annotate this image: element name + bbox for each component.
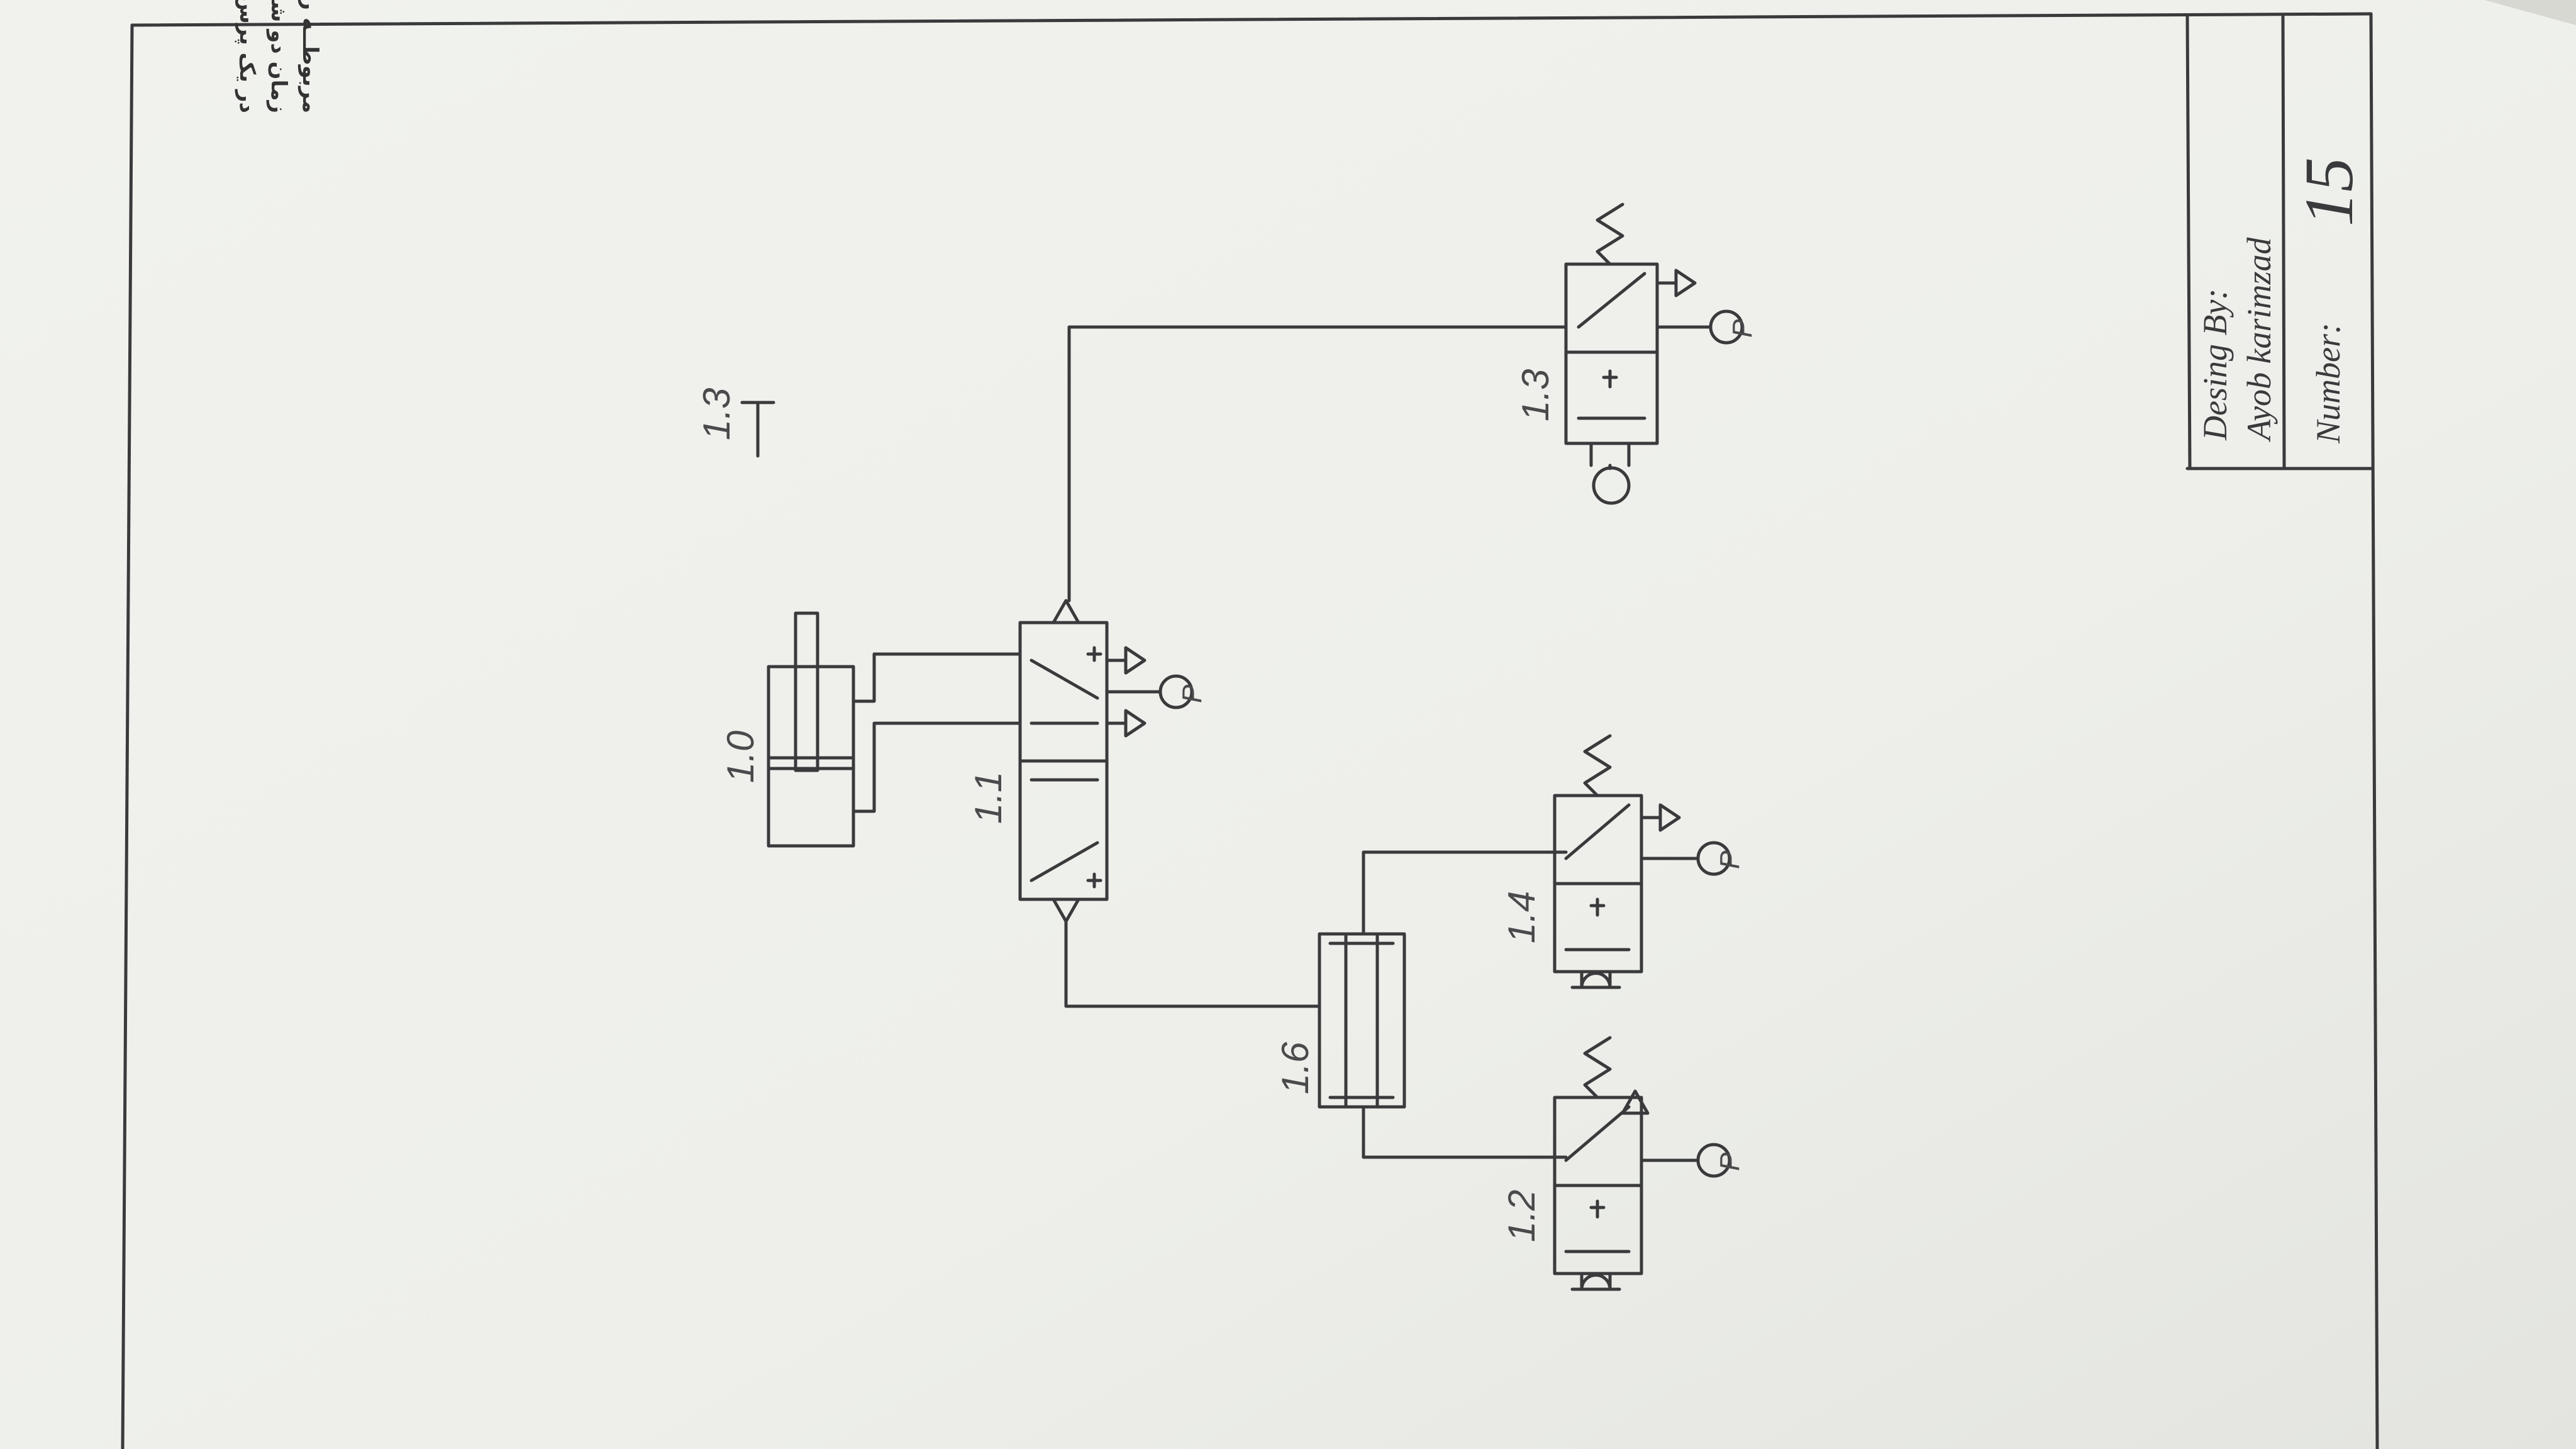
line-and-to-1-2: [1362, 1105, 1568, 1159]
line-cylinder-a: [852, 721, 1022, 813]
limit-marker-1-3: 1.3: [696, 388, 775, 458]
push-valve-1-4: P 1.4: [1501, 734, 1745, 989]
statement-line-1: در یک پرس خم کاری نیومـــاتیکی جهت رعایت…: [235, 0, 260, 113]
supply-label-1-3: P: [1727, 319, 1758, 338]
title-block: Desing By: Ayob karimzad Number: 15: [2185, 14, 2374, 470]
cylinder-1-0: 1.0: [719, 611, 855, 848]
push-valve-1-2: P 1.2: [1501, 1036, 1745, 1291]
line-cylinder-b: [852, 652, 1022, 703]
and-valve-label: 1.6: [1274, 1041, 1316, 1094]
designer-label: Desing By:: [2196, 289, 2234, 441]
line-and-to-1-4: [1362, 850, 1568, 936]
main-valve-label: 1.1: [967, 772, 1009, 824]
main-valve-1-1: P 1.1: [967, 599, 1208, 923]
statement-line-2: زمان دو شـــستی پرس عمل کرده و بطور اتوم…: [266, 0, 291, 113]
line-1-3-to-main: [1067, 325, 1568, 602]
push-valve-1-4-label: 1.4: [1501, 891, 1543, 943]
cylinder-label: 1.0: [719, 731, 762, 783]
supply-label-main: P: [1177, 684, 1208, 703]
designer-name: Ayob karimzad: [2240, 237, 2278, 442]
number-value: 15: [2290, 157, 2367, 226]
limit-marker-label: 1.3: [696, 388, 738, 440]
supply-label-1-4: P: [1714, 850, 1745, 869]
line-and-to-main: [1064, 919, 1321, 1008]
supply-label-1-2: P: [1714, 1152, 1745, 1171]
push-valve-1-2-label: 1.2: [1501, 1190, 1543, 1242]
limit-valve-1-3: P 1.3: [1514, 203, 1758, 505]
limit-valve-label: 1.3: [1514, 369, 1557, 421]
problem-statement: در یک پرس خم کاری نیومـــاتیکی جهت رعایت…: [235, 0, 323, 113]
statement-line-3: مربوطــه را طراحی نمایـــید .: [297, 0, 323, 113]
number-label: Number:: [2309, 323, 2347, 444]
drawing-frame: [121, 12, 2379, 1449]
